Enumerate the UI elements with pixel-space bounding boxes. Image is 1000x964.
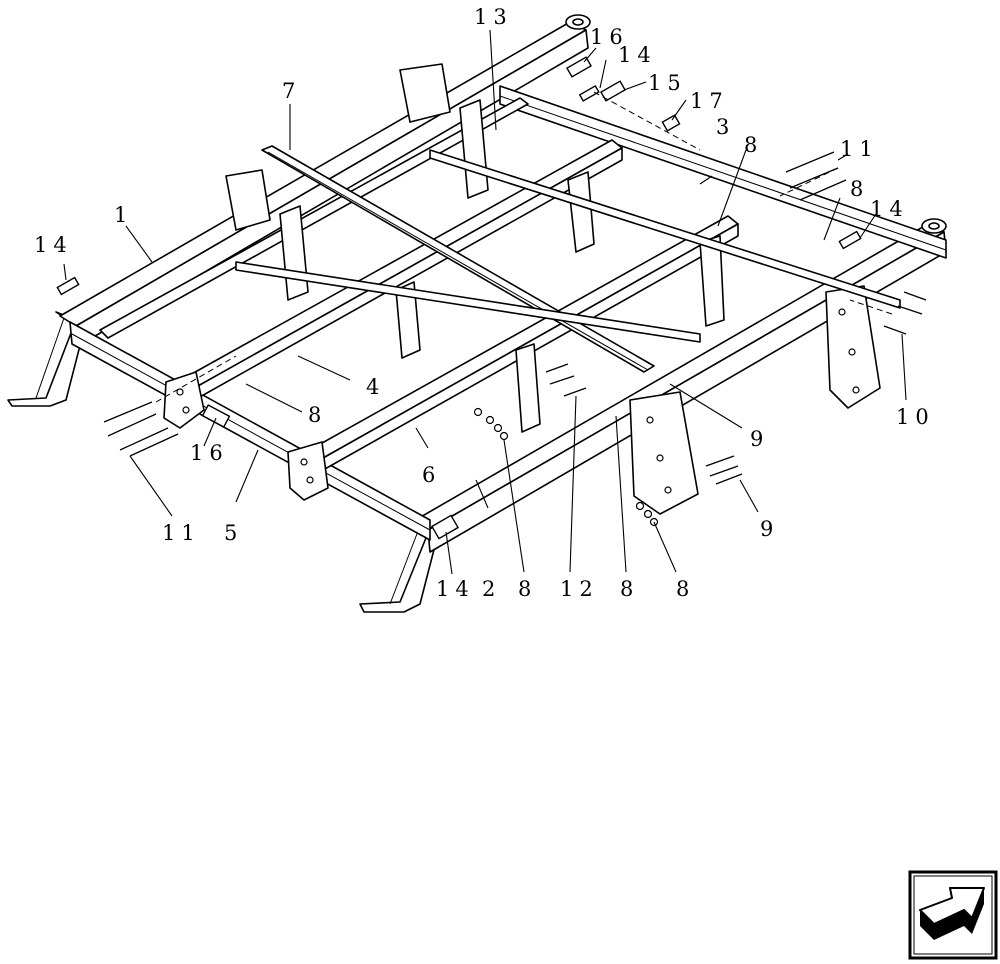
- callout-4: 4: [366, 375, 385, 399]
- callout-14c: 14: [436, 577, 475, 601]
- callout-8f: 8: [850, 177, 869, 201]
- side-rail-right: [499, 85, 947, 259]
- callout-16b: 16: [190, 441, 229, 465]
- callout-14a: 14: [34, 233, 73, 257]
- next-page-arrow-icon[interactable]: [908, 870, 998, 960]
- diagonal-bar: [261, 145, 655, 373]
- callout-11b: 11: [840, 137, 879, 161]
- frame-assembly: [7, 14, 947, 613]
- callout-1: 1: [114, 203, 133, 227]
- callout-17: 17: [690, 89, 729, 113]
- callout-labels: 1 2 3 4 5 6 7 8 8 8 8 8 8 9 9 10 11 11 1…: [34, 5, 935, 601]
- callout-11a: 11: [162, 521, 201, 545]
- callout-8d: 8: [620, 577, 639, 601]
- right-leg: [359, 519, 439, 613]
- callout-14d: 14: [618, 43, 657, 67]
- lower-channels: [235, 149, 901, 343]
- callout-16a: 16: [590, 25, 629, 49]
- callout-5: 5: [224, 521, 243, 545]
- bracket-front-right-1: [629, 391, 699, 515]
- callout-8b: 8: [518, 577, 537, 601]
- bracket-left-corner: [163, 371, 205, 429]
- callout-2: 2: [482, 577, 501, 601]
- callout-9a: 9: [750, 427, 769, 451]
- callout-8a: 8: [308, 403, 327, 427]
- callout-12: 12: [560, 577, 599, 601]
- callout-8c: 8: [744, 133, 763, 157]
- callout-10: 10: [896, 405, 935, 429]
- callout-14b: 14: [870, 197, 909, 221]
- callout-3: 3: [716, 115, 735, 139]
- bracket-mid-left: [287, 441, 329, 501]
- callout-9b: 9: [760, 517, 779, 541]
- left-leg: [7, 311, 85, 407]
- cross-tube-rear: [99, 97, 529, 339]
- callout-15: 15: [648, 71, 687, 95]
- bracket-front-right-2: [825, 285, 881, 409]
- hardware: [56, 56, 927, 527]
- callout-8e: 8: [676, 577, 695, 601]
- hangers: [225, 63, 725, 433]
- callout-7: 7: [282, 79, 301, 103]
- leader-lines: [63, 29, 907, 575]
- callout-6: 6: [422, 463, 441, 487]
- callout-13: 13: [474, 5, 513, 29]
